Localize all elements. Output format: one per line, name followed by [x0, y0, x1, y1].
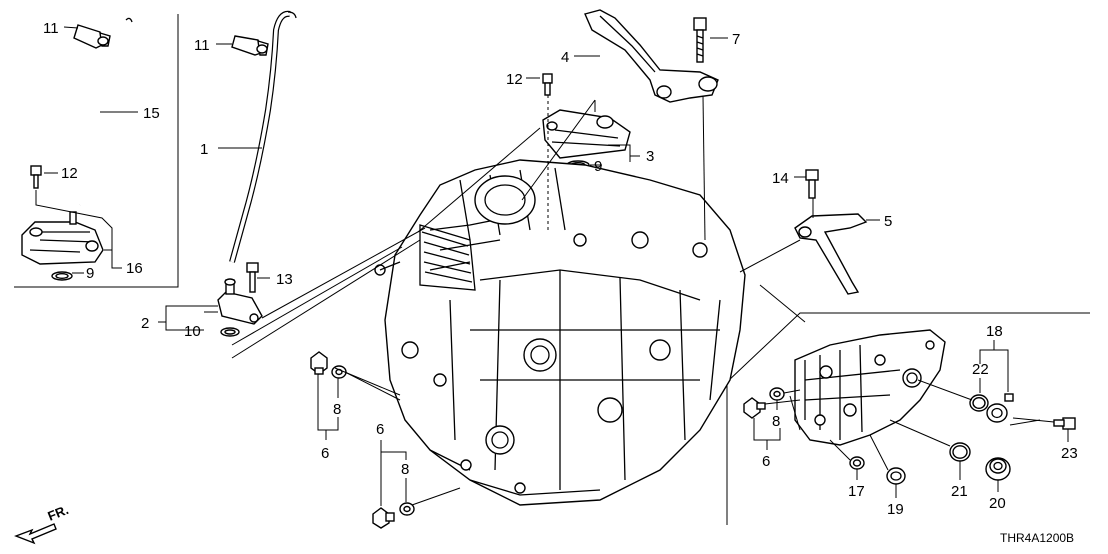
o-ring-22: [969, 394, 989, 412]
o-ring-21: [949, 442, 971, 462]
transmission-case: [374, 159, 746, 506]
left-inset-frame: [14, 14, 179, 288]
callout-14: 14: [772, 170, 789, 187]
callout-9-top: 9: [594, 158, 602, 175]
callout-15: 15: [143, 105, 160, 122]
hose-15: [78, 17, 133, 206]
callout-3: 3: [646, 148, 654, 165]
sensor-16: [21, 211, 104, 281]
bolt-23: [1053, 417, 1076, 430]
callout-6-right: 6: [762, 453, 770, 470]
callout-1: 1: [200, 141, 208, 158]
callout-8-right: 8: [772, 413, 780, 430]
callout-10: 10: [184, 323, 201, 340]
plug-6-upper: [310, 351, 328, 375]
callout-11-center: 11: [194, 37, 210, 54]
o-ring-10: [220, 327, 240, 337]
bracket-4: [584, 9, 719, 103]
bolt-12-left: [30, 165, 42, 189]
front-direction-arrow: FR.: [14, 502, 71, 545]
plug-19: [886, 467, 906, 485]
callout-8-lower: 8: [401, 461, 409, 478]
tube-1: [229, 10, 297, 263]
sensor-3: [542, 109, 631, 170]
washer-8-upper: [331, 365, 347, 379]
plug-20: [985, 457, 1011, 481]
diagram-code: THR4A1200B: [1000, 531, 1074, 545]
callout-19: 19: [887, 501, 904, 518]
joint-2: [217, 278, 263, 325]
callout-11-left: 11: [43, 20, 59, 37]
callout-labels: 11 15 12 16 9 11 1 13 2 10 12 4 7 3 9 14…: [43, 20, 1078, 518]
callout-13: 13: [276, 271, 293, 288]
washer-8-right: [769, 387, 785, 401]
callout-7: 7: [732, 31, 740, 48]
bolt-14: [805, 169, 819, 199]
clip-11-center: [231, 35, 269, 56]
washer-17: [849, 456, 865, 470]
clip-11-left: [73, 24, 111, 49]
callout-21: 21: [951, 483, 968, 500]
bolt-12-top: [542, 73, 553, 96]
callout-2: 2: [141, 315, 149, 332]
callout-20: 20: [989, 495, 1006, 512]
callout-12-left: 12: [61, 165, 78, 182]
right-inset-frame: [726, 312, 1090, 525]
callout-23: 23: [1061, 445, 1078, 462]
callout-6-lower: 6: [376, 421, 384, 438]
callout-12-top: 12: [506, 71, 523, 88]
plug-6-lower: [372, 507, 395, 529]
callout-5: 5: [884, 213, 892, 230]
callout-16: 16: [126, 260, 143, 277]
callout-22: 22: [972, 361, 989, 378]
callout-18: 18: [986, 323, 1003, 340]
callout-6-upper: 6: [321, 445, 329, 462]
sensor-18: [986, 393, 1014, 423]
bolt-13: [246, 262, 259, 293]
plug-6-right: [743, 397, 766, 419]
leader-lines: [35, 26, 1069, 506]
washer-8-lower: [399, 502, 415, 516]
callout-17: 17: [848, 483, 865, 500]
side-cover: [794, 329, 946, 446]
bracket-5: [794, 213, 868, 295]
front-arrow-label: FR.: [46, 502, 71, 524]
callout-8-upper: 8: [333, 401, 341, 418]
callout-4: 4: [561, 49, 569, 66]
callout-9-left: 9: [86, 265, 94, 282]
bolt-7: [693, 17, 707, 63]
